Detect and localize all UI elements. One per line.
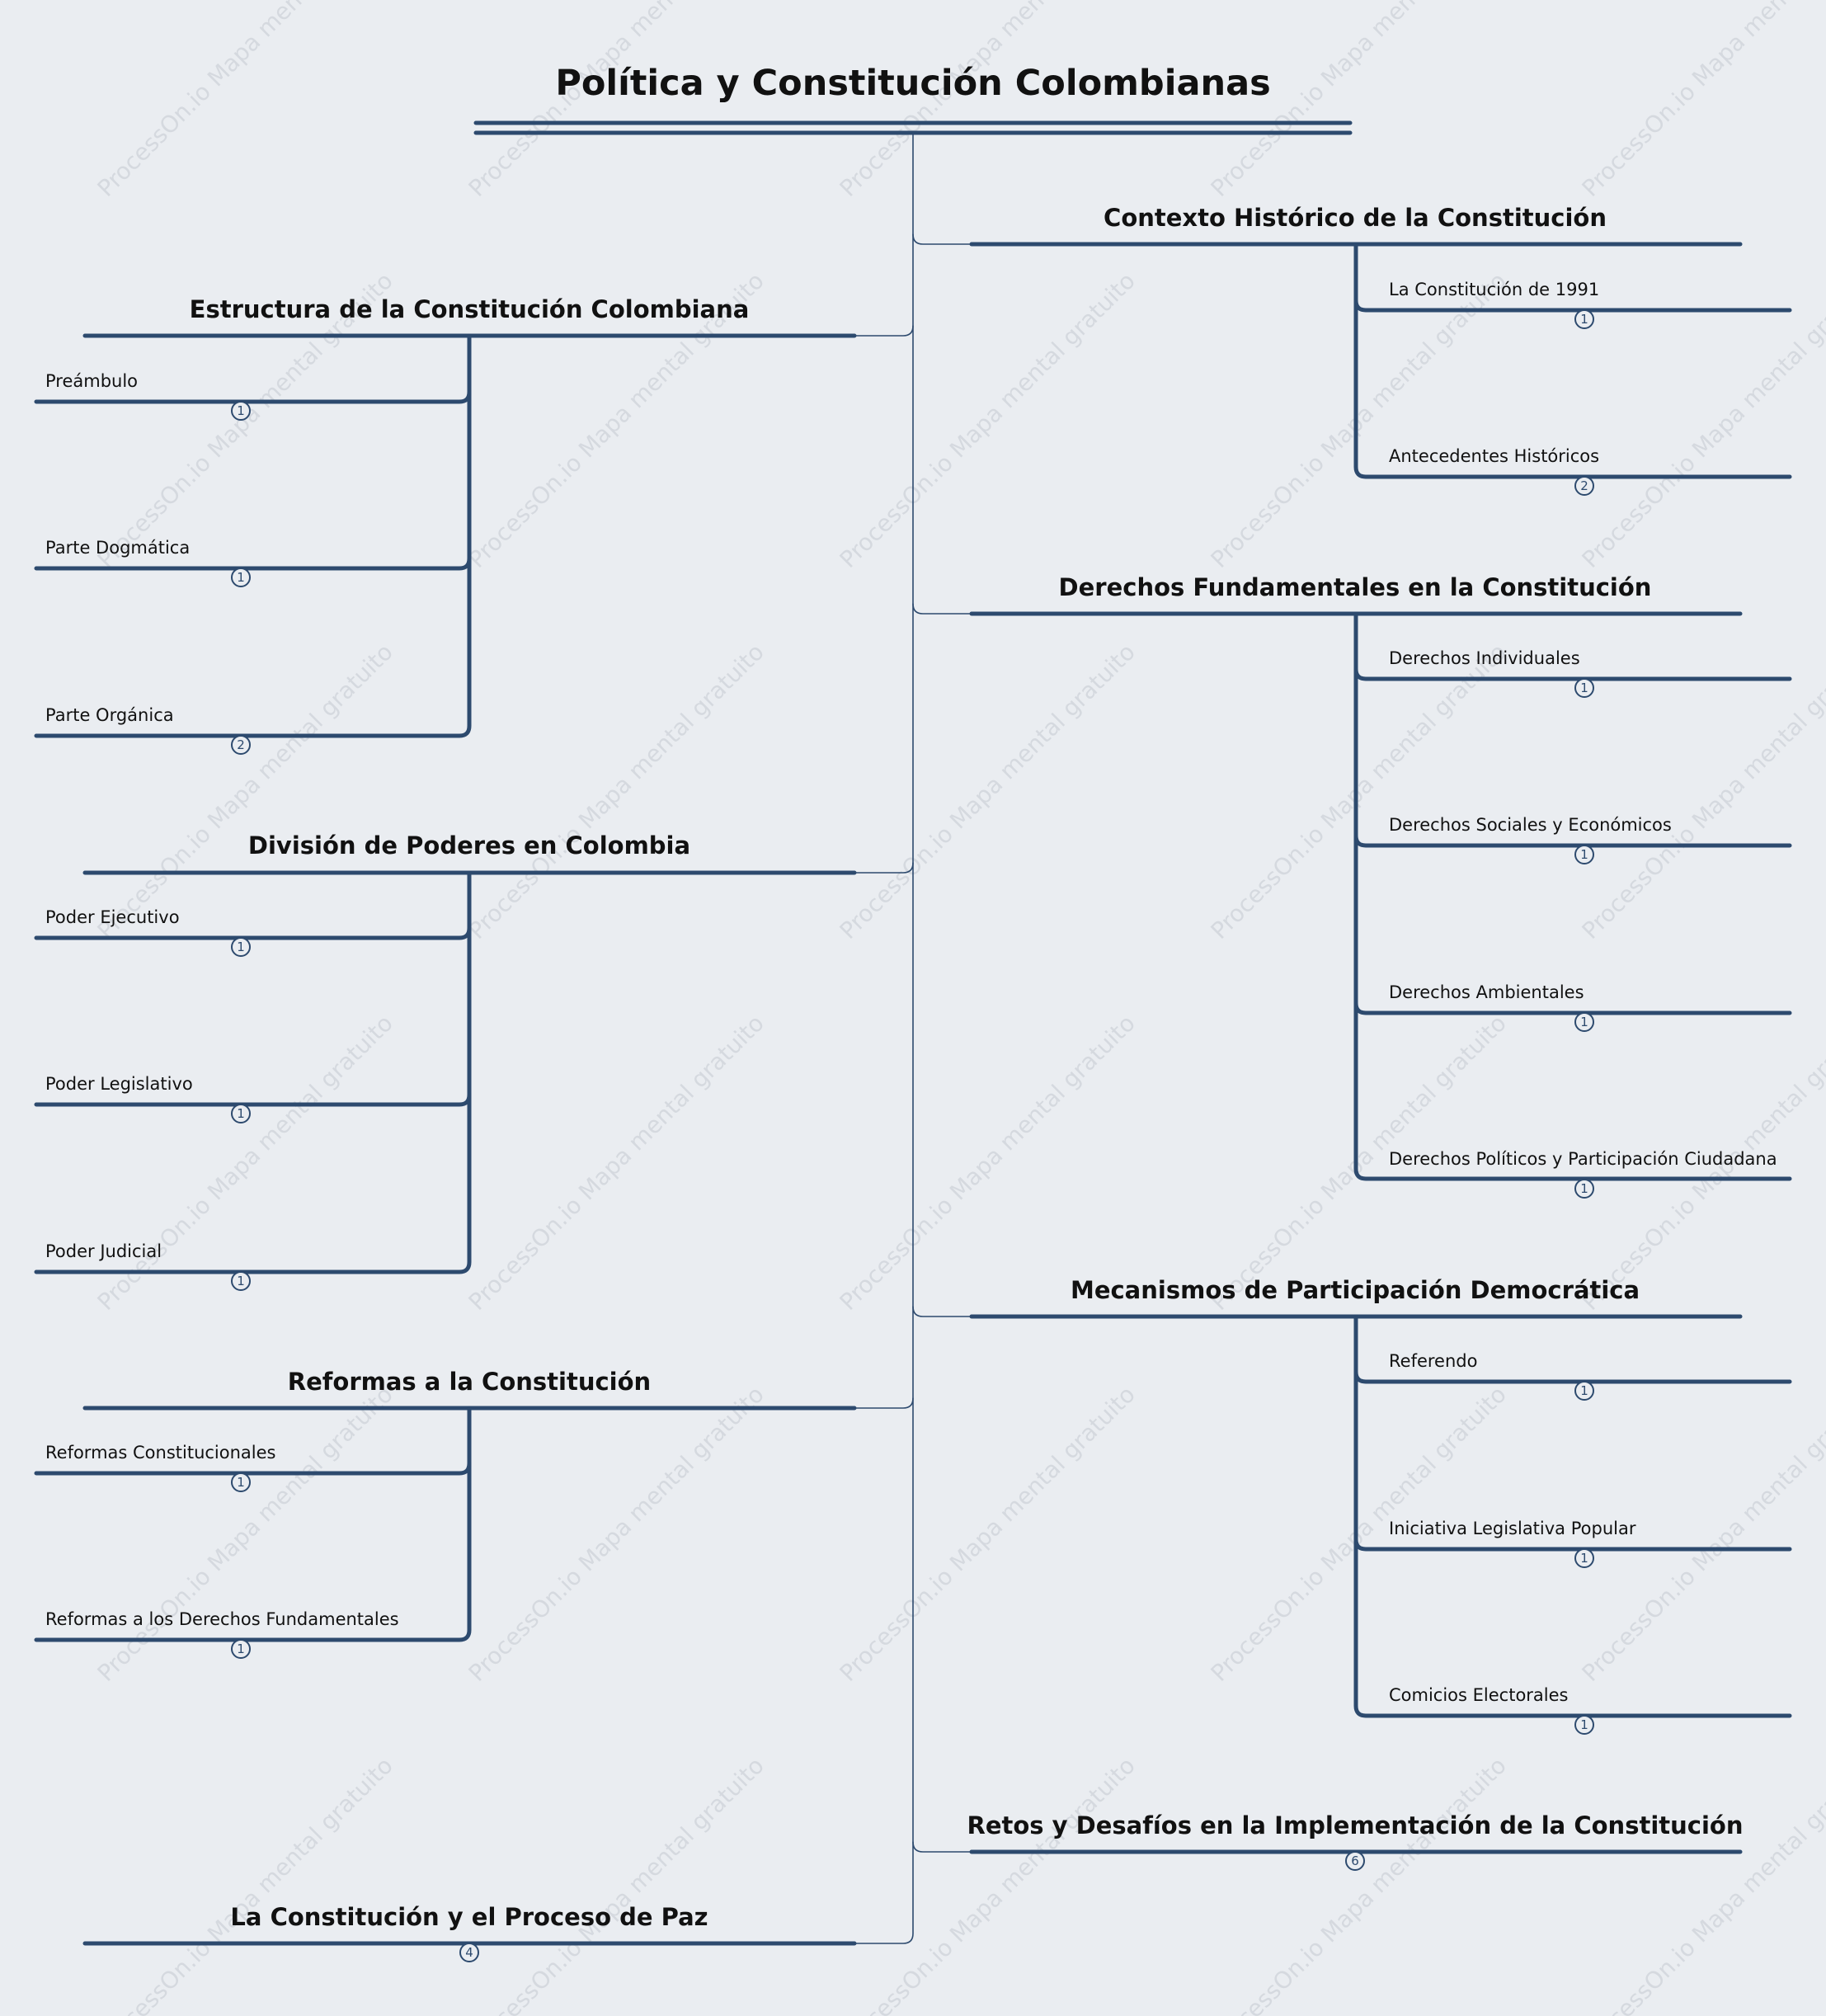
leaf-count-badge[interactable]: 1 <box>1574 1012 1594 1032</box>
leaf-preambulo[interactable]: Preámbulo <box>45 371 139 391</box>
leaf-count-badge[interactable]: 1 <box>1574 845 1594 864</box>
leaf-derechos-politicos[interactable]: Derechos Políticos y Participación Ciuda… <box>1389 1149 1777 1169</box>
leaf-derechos-ambientales[interactable]: Derechos Ambientales <box>1389 982 1584 1002</box>
leaf-parte-dogmatica[interactable]: Parte Dogmática <box>45 538 191 558</box>
leaf-poder-ejecutivo[interactable]: Poder Ejecutivo <box>45 907 180 927</box>
leaf-count-badge[interactable]: 1 <box>1574 1715 1594 1735</box>
branch-division-poderes[interactable]: División de Poderes en Colombia <box>247 831 691 860</box>
leaf-poder-judicial[interactable]: Poder Judicial <box>45 1241 162 1261</box>
leaf-count-badge[interactable]: 1 <box>231 1104 251 1123</box>
leaf-derechos-individuales[interactable]: Derechos Individuales <box>1389 648 1580 668</box>
leaf-iniciativa-legislativa[interactable]: Iniciativa Legislativa Popular <box>1389 1519 1636 1538</box>
branch-derechos-fundamentales[interactable]: Derechos Fundamentales en la Constitució… <box>1058 573 1652 601</box>
branch-count-badge[interactable]: 4 <box>459 1943 479 1962</box>
branch-contexto-historico[interactable]: Contexto Histórico de la Constitución <box>1104 204 1607 232</box>
map-title: Política y Constitución Colombianas <box>555 63 1271 104</box>
leaf-count-badge[interactable]: 2 <box>1574 476 1594 496</box>
leaf-derechos-sociales[interactable]: Derechos Sociales y Económicos <box>1389 815 1672 835</box>
leaf-count-badge[interactable]: 1 <box>1574 1548 1594 1568</box>
branch-estructura[interactable]: Estructura de la Constitución Colombiana <box>189 295 750 323</box>
branch-proceso-paz[interactable]: La Constitución y el Proceso de Paz <box>230 1903 708 1931</box>
leaf-constitucion-1991[interactable]: La Constitución de 1991 <box>1389 280 1600 299</box>
leaf-parte-organica[interactable]: Parte Orgánica <box>45 705 174 725</box>
branch-mecanismos-participacion[interactable]: Mecanismos de Participación Democrática <box>1070 1276 1640 1304</box>
leaf-count-badge[interactable]: 1 <box>231 1271 251 1291</box>
leaf-referendo[interactable]: Referendo <box>1389 1351 1478 1371</box>
branch-count-badge[interactable]: 6 <box>1345 1851 1365 1871</box>
branch-retos-desafios[interactable]: Retos y Desafíos en la Implementación de… <box>967 1811 1744 1839</box>
leaf-count-badge[interactable]: 1 <box>231 1472 251 1492</box>
leaf-count-badge[interactable]: 1 <box>1574 1179 1594 1199</box>
leaf-count-badge[interactable]: 1 <box>1574 1381 1594 1401</box>
leaf-reformas-derechos[interactable]: Reformas a los Derechos Fundamentales <box>45 1609 399 1629</box>
leaf-comicios-electorales[interactable]: Comicios Electorales <box>1389 1685 1569 1705</box>
leaf-count-badge[interactable]: 1 <box>231 937 251 957</box>
leaf-count-badge[interactable]: 1 <box>1574 309 1594 329</box>
leaf-count-badge[interactable]: 1 <box>1574 678 1594 698</box>
leaf-count-badge[interactable]: 1 <box>231 1639 251 1659</box>
leaf-reformas-constitucionales[interactable]: Reformas Constitucionales <box>45 1443 276 1463</box>
leaf-count-badge[interactable]: 1 <box>231 568 251 587</box>
leaf-antecedentes-historicos[interactable]: Antecedentes Históricos <box>1389 446 1600 466</box>
branch-reformas[interactable]: Reformas a la Constitución <box>287 1368 652 1396</box>
leaf-poder-legislativo[interactable]: Poder Legislativo <box>45 1074 193 1094</box>
leaf-count-badge[interactable]: 2 <box>231 735 251 755</box>
leaf-count-badge[interactable]: 1 <box>231 401 251 421</box>
